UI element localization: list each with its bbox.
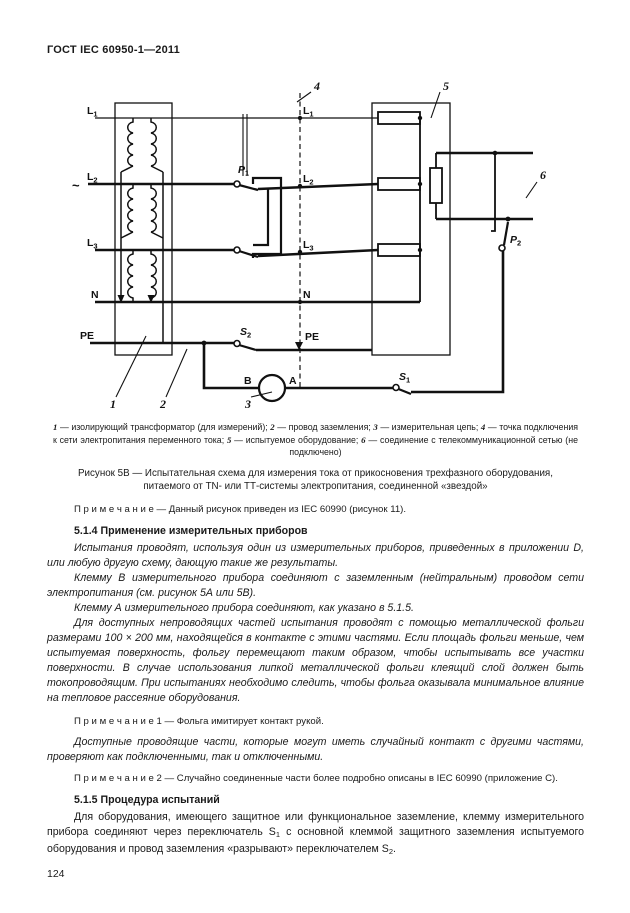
- svg-text:P1: P1: [238, 164, 249, 178]
- figure-legend: 1 — изолирующий трансформатор (для измер…: [47, 421, 584, 459]
- svg-text:PE: PE: [305, 331, 319, 343]
- text-column: 1 — изолирующий трансформатор (для измер…: [47, 421, 584, 880]
- svg-text:S1: S1: [399, 371, 410, 385]
- paragraph: Для доступных непроводящих частей испыта…: [47, 616, 584, 704]
- paragraph: Клемму А измерительного прибора соединяю…: [74, 601, 414, 614]
- legend-item: 3 — измерительная цепь;: [373, 422, 481, 432]
- svg-text:L3: L3: [303, 239, 314, 253]
- mains-connection-point: [295, 93, 303, 390]
- switch-p2: [411, 221, 510, 394]
- figure-caption-line1: Рисунок 5В — Испытательная схема для изм…: [78, 467, 553, 479]
- legend-item: 5 — испытуемое оборудование;: [226, 434, 362, 445]
- svg-text:L3: L3: [87, 237, 98, 251]
- section-heading-514: 5.1.4 Применение измерительных приборов: [74, 524, 308, 537]
- legend-item: 4 — точка подключения к сети электропита…: [53, 422, 578, 445]
- svg-text:N: N: [303, 289, 311, 301]
- reference-numbers: 1 2 3 4 5 6: [110, 79, 546, 411]
- circuit-diagram: L1 ~ L2 L3 N PE L1 L2 L3 N PE P1 P2 S1 S…: [72, 79, 546, 411]
- svg-text:L2: L2: [87, 171, 98, 185]
- svg-text:5: 5: [443, 79, 449, 93]
- document-header: ГОСТ IEC 60950-1—2011: [47, 44, 180, 56]
- figure-caption: Рисунок 5В — Испытательная схема для изм…: [47, 467, 584, 494]
- equipment-under-test: [371, 102, 451, 356]
- legend-item: 2 — провод заземления;: [270, 422, 374, 432]
- svg-text:PE: PE: [80, 330, 94, 342]
- ground-wire: [201, 340, 259, 390]
- switch-s1: [392, 383, 412, 396]
- svg-text:6: 6: [540, 168, 546, 182]
- svg-text:L1: L1: [303, 105, 314, 119]
- legend-item: 6 — соединение с телекоммуникационной се…: [289, 434, 578, 458]
- rail-labels-left: L1 ~ L2 L3 N PE: [72, 105, 99, 342]
- figure-note: П р и м е ч а н и е — Данный рисунок при…: [74, 503, 407, 515]
- note-1: П р и м е ч а н и е 1 — Фольга имитирует…: [74, 715, 324, 727]
- svg-text:A: A: [289, 375, 297, 387]
- component-labels: P1 P2 S1 S2 B A: [238, 164, 521, 387]
- svg-text:B: B: [244, 375, 252, 387]
- paragraph: Клемму В измерительного прибора соединяю…: [47, 571, 584, 599]
- paragraph: Испытания проводят, используя один из из…: [47, 541, 584, 569]
- isolating-transformer: [114, 102, 173, 356]
- legend-item: 1 — изолирующий трансформатор (для измер…: [53, 422, 271, 432]
- svg-text:4: 4: [313, 79, 320, 93]
- svg-text:3: 3: [244, 397, 251, 411]
- rail-labels-mains: L1 L2 L3 N PE: [303, 105, 319, 343]
- paragraph: Для оборудования, имеющего защитное или …: [47, 810, 585, 856]
- page-number: 124: [47, 867, 65, 880]
- svg-text:2: 2: [159, 397, 166, 411]
- paragraph: Доступные проводящие части, которые могу…: [47, 735, 584, 763]
- section-heading-515: 5.1.5 Процедура испытаний: [74, 793, 220, 806]
- svg-text:P2: P2: [510, 234, 521, 248]
- note-2: П р и м е ч а н и е 2 — Случайно соедине…: [74, 772, 558, 784]
- selector-switch-p1: [233, 114, 379, 259]
- svg-text:L1: L1: [87, 105, 98, 119]
- svg-text:S2: S2: [240, 326, 251, 340]
- figure-caption-line2: питаемого от TN- или ТТ-системы электроп…: [143, 481, 488, 492]
- svg-text:N: N: [91, 289, 99, 301]
- mains-rails: [88, 117, 420, 345]
- svg-text:~: ~: [72, 178, 80, 193]
- telecom-network-connection: [429, 150, 533, 232]
- svg-text:1: 1: [110, 397, 116, 411]
- svg-text:L2: L2: [303, 173, 314, 187]
- switch-s2: [233, 339, 372, 352]
- measuring-instrument: [257, 373, 393, 403]
